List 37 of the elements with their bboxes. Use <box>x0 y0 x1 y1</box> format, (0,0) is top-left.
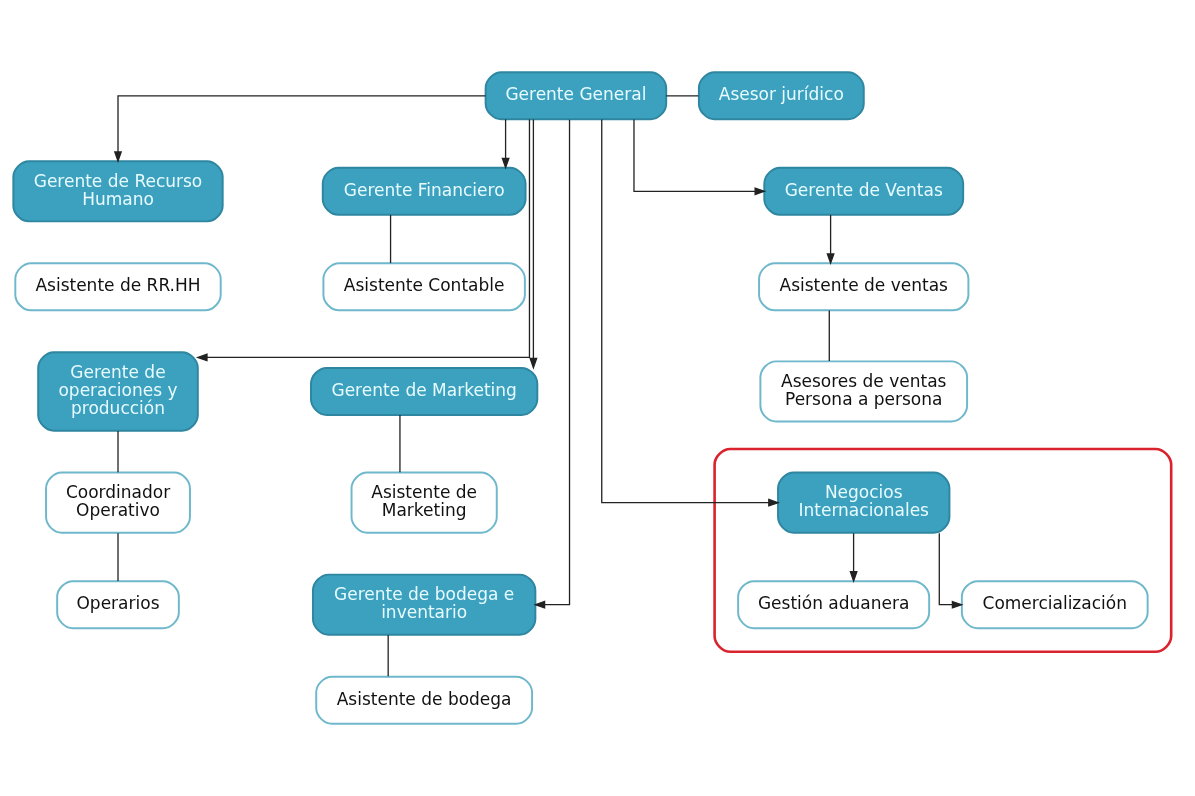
node-box: Asistente Contable <box>322 262 526 312</box>
node-box: Asistente de ventas <box>758 262 970 312</box>
arrow <box>501 118 510 170</box>
arrow <box>529 118 538 370</box>
node-box: Gerente General <box>484 71 668 121</box>
connector <box>389 214 392 264</box>
node-box: Gerente de Recurso Humano <box>12 160 224 223</box>
arrow <box>195 118 531 362</box>
connector <box>665 95 699 97</box>
connector <box>117 532 119 582</box>
connector <box>117 430 119 473</box>
arrow <box>113 95 487 164</box>
node-box: Gerente de operaciones y producción <box>37 351 199 432</box>
arrow <box>533 119 571 609</box>
arrow <box>633 118 767 196</box>
node-box: Asistente de RR.HH <box>14 262 222 312</box>
node-box: Gerente de Ventas <box>763 166 965 216</box>
cluster <box>713 447 1173 654</box>
connector <box>387 634 389 677</box>
arrow <box>601 118 780 507</box>
arrow <box>938 532 964 609</box>
node-box: Asistente de bodega <box>315 675 534 725</box>
node-box: Asesor jurídico <box>697 71 865 121</box>
connector <box>828 309 830 362</box>
node-box: Negocios Internacionales <box>777 471 951 534</box>
node-box: Asistente de Marketing <box>350 471 498 534</box>
node-box: Coordinador Operativo <box>45 471 191 534</box>
node-box: Gerente Financiero <box>321 166 527 216</box>
arrow <box>849 532 858 583</box>
node-box: Gestión aduanera <box>737 580 931 630</box>
node-box: Gerente de Marketing <box>310 366 539 416</box>
node-box: Asesores de ventas Persona a persona <box>759 360 969 423</box>
connector <box>399 414 401 473</box>
node-box: Gerente de bodega e inventario <box>311 573 537 636</box>
arrow <box>826 214 835 266</box>
node-box: Comercialización <box>960 580 1149 630</box>
node-box: Operarios <box>56 580 180 630</box>
